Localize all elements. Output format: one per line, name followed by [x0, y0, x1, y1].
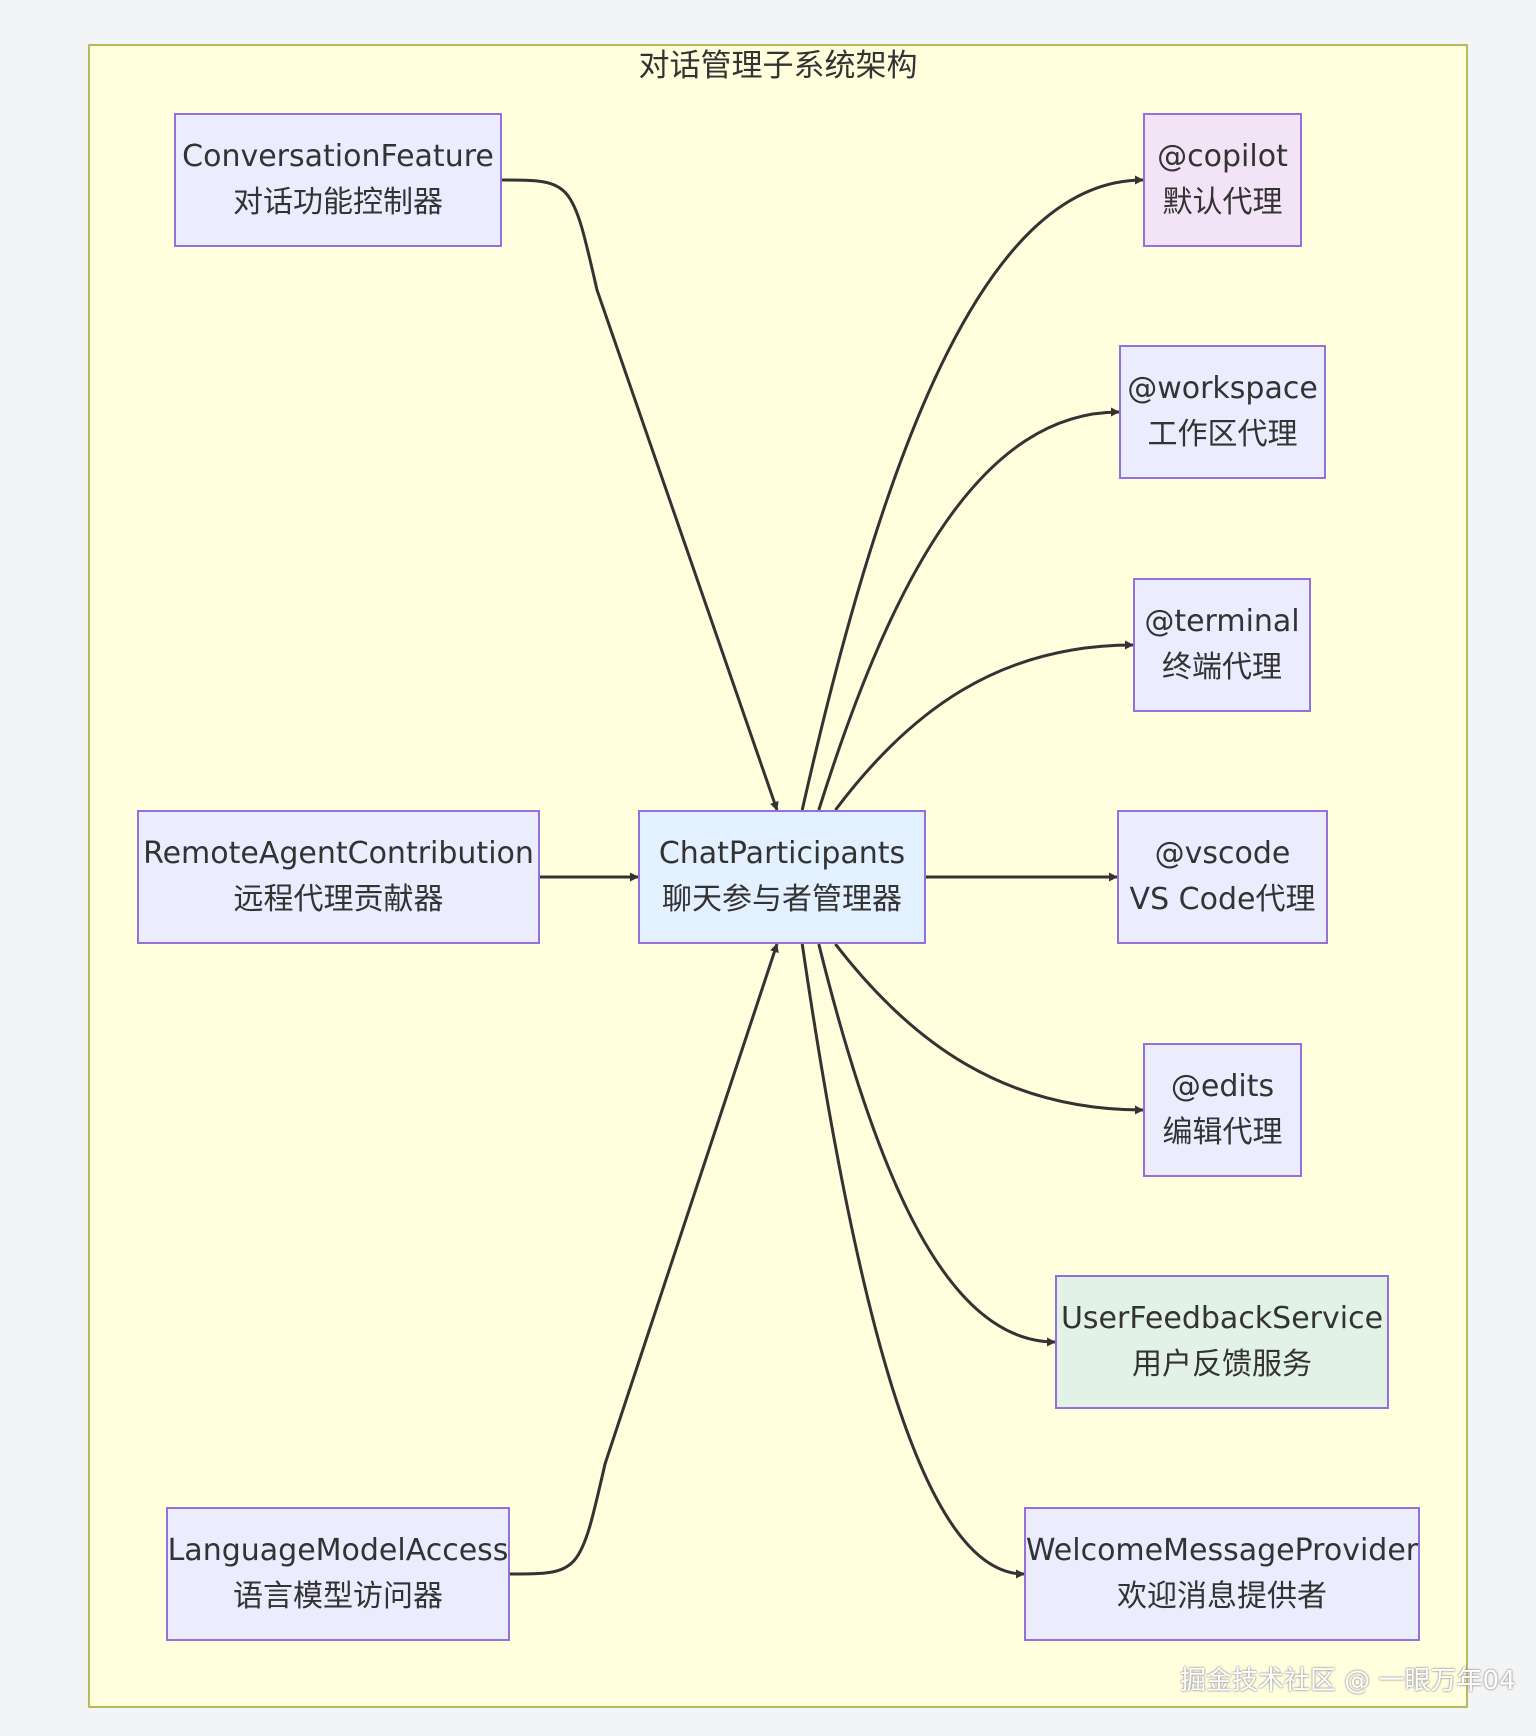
- node-language-model-access[interactable]: LanguageModelAccess 语言模型访问器: [166, 1507, 510, 1641]
- node-name: @terminal: [1144, 604, 1300, 639]
- node-name: @edits: [1170, 1069, 1275, 1104]
- node-desc: 远程代理贡献器: [233, 882, 444, 917]
- node-desc: 欢迎消息提供者: [1117, 1579, 1327, 1614]
- node-name: RemoteAgentContribution: [143, 836, 534, 871]
- node-terminal-agent[interactable]: @terminal 终端代理: [1133, 578, 1311, 712]
- node-user-feedback-service[interactable]: UserFeedbackService 用户反馈服务: [1055, 1275, 1389, 1409]
- edge-chat_participants-to-copilot: [800, 175, 1144, 811]
- node-desc: 默认代理: [1162, 185, 1283, 220]
- node-desc: VS Code代理: [1129, 882, 1316, 917]
- edge-chat_participants-to-welcome: [800, 943, 1025, 1579]
- node-name: WelcomeMessageProvider: [1025, 1533, 1419, 1568]
- node-remote-agent-contribution[interactable]: RemoteAgentContribution 远程代理贡献器: [137, 810, 540, 944]
- watermark: 掘金技术社区 @ 一眼万年04: [1180, 1666, 1516, 1696]
- node-desc: 终端代理: [1162, 650, 1282, 685]
- edge-chat_participants-to-edits: [834, 943, 1144, 1115]
- edge-conversation_feature-to-chat_participants: [501, 178, 779, 811]
- node-desc: 聊天参与者管理器: [662, 882, 902, 917]
- node-desc: 工作区代理: [1147, 417, 1298, 452]
- node-vscode-agent[interactable]: @vscode VS Code代理: [1117, 810, 1328, 944]
- node-name: @copilot: [1157, 139, 1288, 174]
- node-conversation-feature[interactable]: ConversationFeature 对话功能控制器: [174, 113, 502, 247]
- node-chat-participants[interactable]: ChatParticipants 聊天参与者管理器: [638, 810, 926, 944]
- node-name: ChatParticipants: [658, 836, 906, 871]
- node-edits-agent[interactable]: @edits 编辑代理: [1143, 1043, 1302, 1177]
- node-name: UserFeedbackService: [1060, 1301, 1384, 1336]
- node-desc: 对话功能控制器: [233, 185, 443, 220]
- node-workspace-agent[interactable]: @workspace 工作区代理: [1119, 345, 1326, 479]
- node-desc: 编辑代理: [1162, 1115, 1283, 1150]
- edge-chat_participants-to-terminal: [834, 640, 1134, 811]
- cluster-title: 对话管理子系统架构: [638, 48, 918, 84]
- node-name: @workspace: [1127, 371, 1318, 406]
- edge-chat_participants-to-workspace: [817, 407, 1120, 811]
- edge-language_model-to-chat_participants: [509, 943, 779, 1576]
- node-desc: 语言模型访问器: [233, 1579, 443, 1614]
- node-welcome-message-provider[interactable]: WelcomeMessageProvider 欢迎消息提供者: [1024, 1507, 1420, 1641]
- node-copilot-agent[interactable]: @copilot 默认代理: [1143, 113, 1302, 247]
- edge-chat_participants-to-user_feedback: [817, 943, 1056, 1347]
- node-name: LanguageModelAccess: [167, 1533, 509, 1568]
- node-desc: 用户反馈服务: [1132, 1347, 1312, 1382]
- node-name: @vscode: [1154, 836, 1291, 871]
- node-name: ConversationFeature: [182, 139, 494, 174]
